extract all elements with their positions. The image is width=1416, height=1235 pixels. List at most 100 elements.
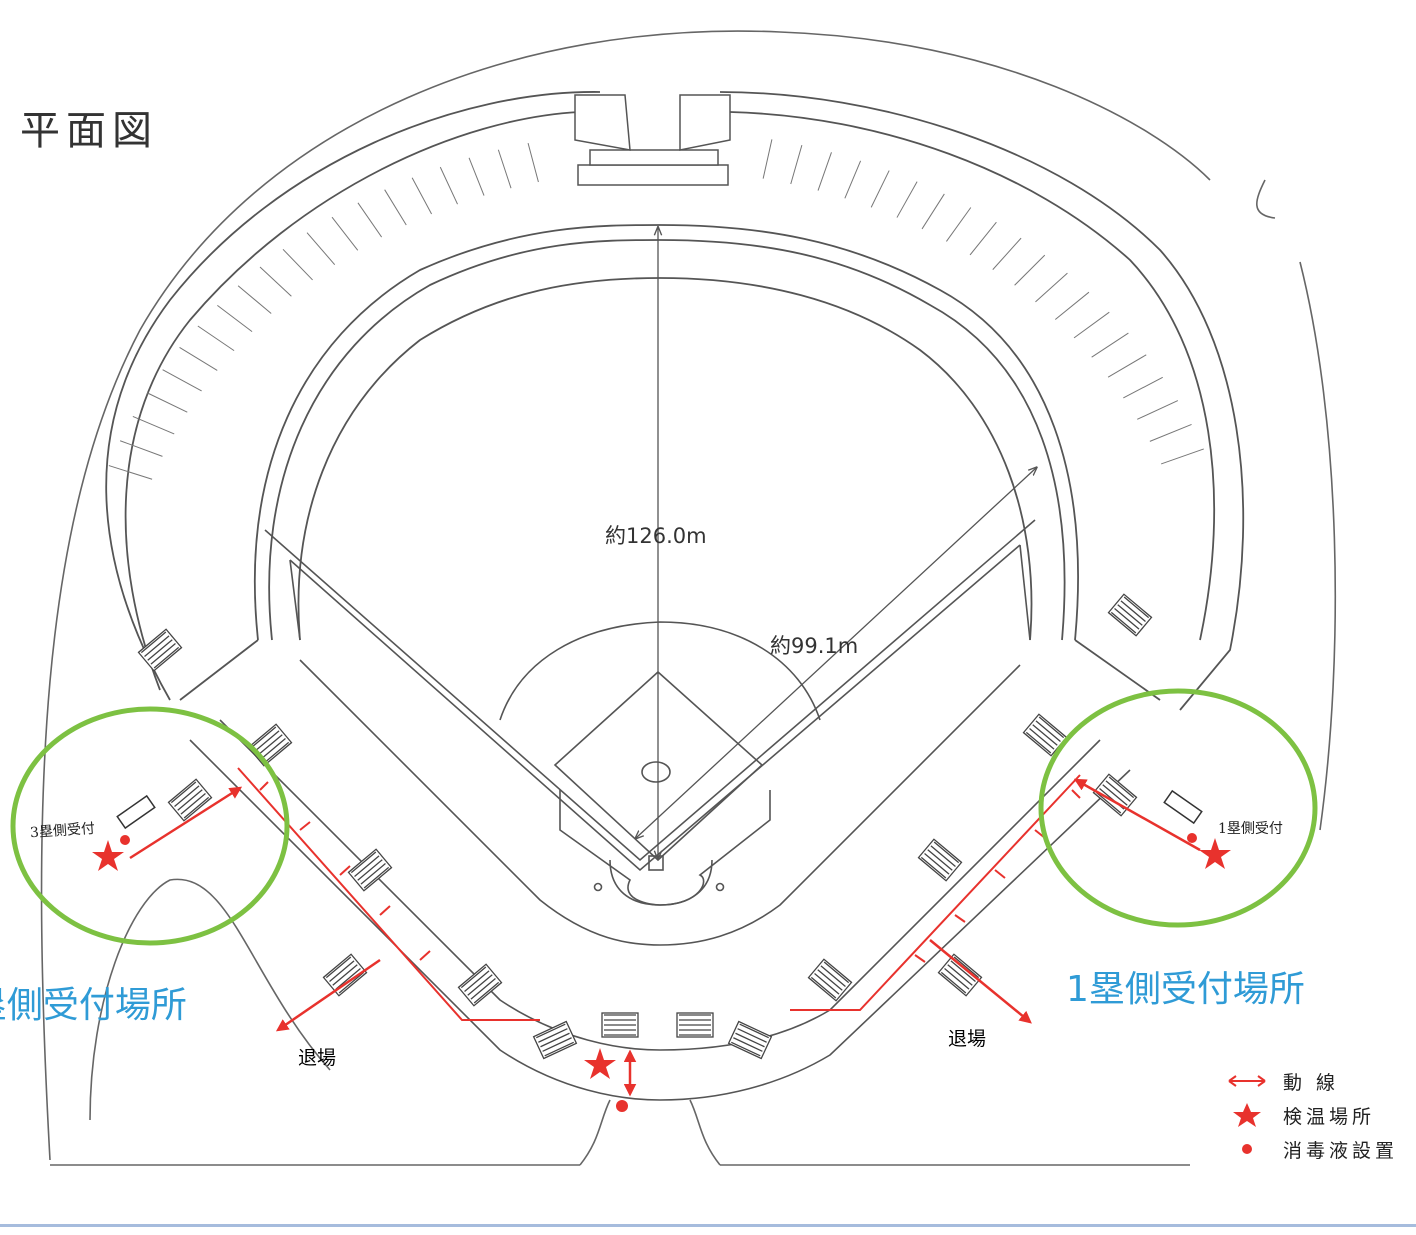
stair-step bbox=[335, 968, 361, 990]
stair-step bbox=[538, 1028, 568, 1043]
star-icon bbox=[584, 1048, 616, 1079]
seating-hatch bbox=[217, 305, 253, 333]
stair-step bbox=[544, 1041, 575, 1057]
stair-step bbox=[170, 781, 197, 804]
stair-step bbox=[147, 639, 173, 661]
center-field-distance: 約126.0m bbox=[605, 524, 707, 548]
dot-icon bbox=[616, 1100, 628, 1112]
map-legend: 動線 検温場所 消毒液設置 bbox=[1225, 1065, 1410, 1167]
legend-route: 動線 bbox=[1225, 1065, 1410, 1099]
reception-booths bbox=[116, 789, 1203, 830]
stair-step bbox=[332, 964, 358, 986]
seating-hatch bbox=[237, 285, 272, 314]
third-base-reception-label: 3塁側受付場所 bbox=[0, 985, 187, 1026]
seating-hatch bbox=[197, 325, 235, 352]
stair-step bbox=[1110, 611, 1137, 634]
stair-step bbox=[325, 956, 352, 979]
foul-line-distance: 約99.1m bbox=[770, 634, 859, 658]
stair-step bbox=[350, 851, 377, 874]
stair-step bbox=[953, 956, 980, 979]
stair-step bbox=[735, 1032, 765, 1048]
stair-step bbox=[933, 841, 960, 864]
stair-step bbox=[177, 789, 203, 811]
scoreboard bbox=[574, 94, 731, 186]
stair-step bbox=[338, 971, 365, 994]
double-arrow-icon bbox=[1228, 1075, 1266, 1087]
seating-hatch bbox=[132, 415, 175, 435]
stair-step bbox=[930, 845, 956, 867]
stadium-outer-wall bbox=[105, 91, 1245, 711]
stair-step bbox=[540, 1032, 570, 1048]
star-icon bbox=[1233, 1103, 1261, 1127]
seating-hatch bbox=[1035, 272, 1068, 303]
seating-hatch bbox=[108, 465, 153, 480]
stair-step bbox=[730, 1041, 761, 1057]
stair-step bbox=[257, 734, 283, 756]
stair-step bbox=[814, 973, 840, 995]
baseball-diamond bbox=[264, 519, 1036, 906]
stair-step bbox=[947, 964, 973, 986]
seating-hatch bbox=[969, 221, 997, 256]
stair-step bbox=[535, 1023, 566, 1039]
stair-step bbox=[140, 631, 167, 654]
dimension-lines bbox=[636, 228, 1036, 858]
stair-step bbox=[354, 855, 380, 877]
dot-icon bbox=[1242, 1144, 1252, 1154]
stair-step bbox=[820, 965, 846, 987]
seating-hatch bbox=[844, 160, 862, 199]
stair-step bbox=[1120, 600, 1146, 622]
legend-route-label: 動線 bbox=[1283, 1072, 1350, 1094]
stair-step bbox=[153, 646, 180, 669]
stair-step bbox=[250, 726, 277, 749]
seating-hatch bbox=[306, 232, 336, 265]
stair-step bbox=[927, 849, 953, 871]
seating-hatch bbox=[468, 157, 485, 196]
stair-step bbox=[254, 730, 280, 752]
dot-icon bbox=[120, 835, 130, 845]
stair-step bbox=[924, 853, 950, 875]
stair-step bbox=[542, 1037, 572, 1052]
stair-step bbox=[1108, 776, 1135, 799]
stair-step bbox=[180, 793, 206, 815]
stair-step bbox=[263, 741, 290, 764]
stair-step bbox=[150, 643, 176, 665]
stair-step bbox=[464, 970, 490, 992]
seating-hatch bbox=[1091, 332, 1129, 358]
seating-hatch bbox=[762, 139, 773, 179]
stair-step bbox=[1095, 791, 1122, 814]
seating-hatch bbox=[1014, 254, 1046, 286]
stair-step bbox=[1038, 716, 1065, 739]
site-boundary bbox=[40, 30, 1337, 1166]
first-base-reception-label: 1塁側受付場所 bbox=[1066, 969, 1305, 1010]
reception-highlight-circles bbox=[10, 688, 1318, 946]
disinfectant-dots bbox=[120, 833, 1197, 1112]
stair-step bbox=[940, 971, 967, 994]
seating-hatch bbox=[527, 142, 539, 183]
stair-step bbox=[357, 859, 383, 881]
legend-disinfectant: 消毒液設置 bbox=[1225, 1133, 1410, 1167]
seating-hatch bbox=[1054, 291, 1090, 320]
seating-hatch bbox=[921, 193, 945, 230]
stair-step bbox=[363, 866, 390, 889]
seating-hatch bbox=[119, 440, 163, 457]
seating-hatch bbox=[817, 152, 832, 191]
stair-step bbox=[920, 856, 947, 879]
stair-step bbox=[737, 1028, 767, 1043]
first-base-handwritten-label: 1塁側受付 bbox=[1218, 821, 1283, 837]
left-exit-label: 退場 bbox=[298, 1047, 337, 1069]
stair-blocks bbox=[137, 593, 1153, 1060]
seating-hatch bbox=[146, 392, 188, 413]
stair-step bbox=[823, 961, 850, 984]
stair-step bbox=[174, 785, 200, 807]
page-bottom-rule bbox=[0, 1224, 1416, 1227]
stair-step bbox=[260, 738, 286, 760]
stair-step bbox=[810, 976, 837, 999]
legend-temperature-label: 検温場所 bbox=[1283, 1106, 1376, 1128]
stair-step bbox=[1123, 596, 1150, 619]
third-base-reception-circle bbox=[10, 706, 290, 946]
right-exit-label: 退場 bbox=[948, 1028, 987, 1050]
page-title: 平面図 bbox=[20, 108, 158, 154]
seating-hatch-lines bbox=[108, 139, 1204, 480]
